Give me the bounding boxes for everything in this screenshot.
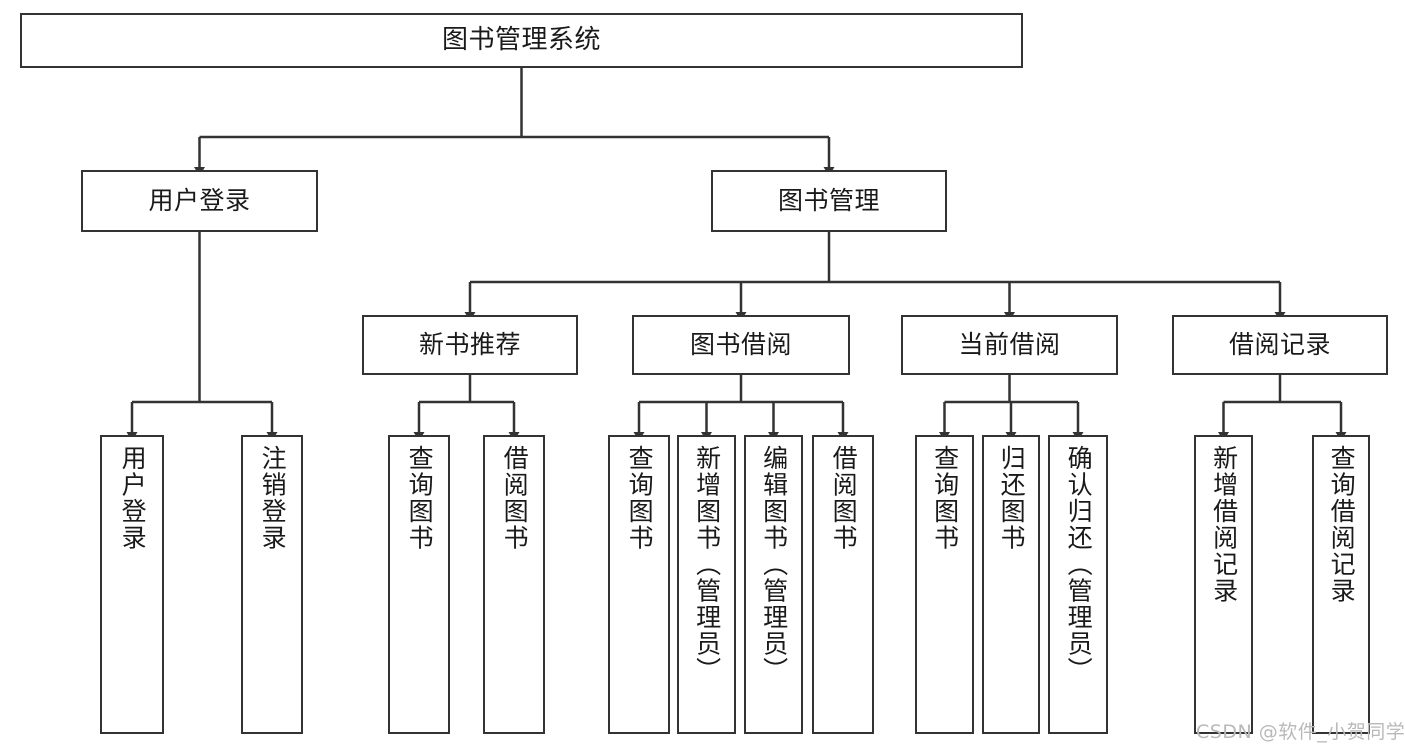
- edge-group: [126, 68, 1347, 441]
- node-leaf-rec-add[interactable]: 新增借阅记录: [1194, 435, 1253, 734]
- node-new-book-rec[interactable]: 新书推荐: [362, 315, 578, 375]
- node-label: 用户登录: [118, 445, 148, 551]
- node-label: 借阅图书: [829, 445, 859, 551]
- node-label: 图书管理: [777, 186, 880, 215]
- node-label: 注销登录: [258, 445, 288, 551]
- node-leaf-rec-query2[interactable]: 查询借阅记录: [1312, 435, 1370, 734]
- node-user-login[interactable]: 用户登录: [81, 170, 318, 232]
- node-label: 归还图书: [997, 445, 1027, 551]
- node-leaf-borrow-edit[interactable]: 编辑图书（管理员）: [744, 435, 803, 734]
- node-label: 查询图书: [405, 445, 435, 551]
- node-book-manage[interactable]: 图书管理: [711, 170, 947, 232]
- node-label: 查询借阅记录: [1327, 445, 1357, 604]
- node-leaf-cur-return[interactable]: 归还图书: [982, 435, 1040, 734]
- node-leaf-borrow-add[interactable]: 新增图书（管理员）: [677, 435, 736, 734]
- node-label: 编辑图书（管理员）: [759, 445, 789, 684]
- node-root[interactable]: 图书管理系统: [20, 13, 1023, 68]
- node-leaf-cur-confirm[interactable]: 确认归还（管理员）: [1048, 435, 1108, 734]
- node-label: 查询图书: [625, 445, 655, 551]
- node-label: 图书借阅: [689, 330, 792, 359]
- node-label: 借阅记录: [1228, 330, 1331, 359]
- node-leaf-rec-query[interactable]: 查询图书: [388, 435, 450, 734]
- node-book-borrow[interactable]: 图书借阅: [632, 315, 850, 375]
- node-label: 新增借阅记录: [1209, 445, 1239, 604]
- node-label: 确认归还（管理员）: [1064, 445, 1094, 684]
- node-label: 查询图书: [930, 445, 960, 551]
- node-leaf-user-logout[interactable]: 注销登录: [241, 435, 303, 734]
- node-borrow-record[interactable]: 借阅记录: [1172, 315, 1388, 375]
- node-label: 当前借阅: [958, 330, 1061, 359]
- watermark: CSDN @软件_小贺同学: [1196, 721, 1405, 743]
- node-label: 新书推荐: [418, 330, 521, 359]
- node-label: 图书管理系统: [441, 24, 601, 55]
- node-leaf-rec-borrow[interactable]: 借阅图书: [483, 435, 545, 734]
- node-leaf-borrow-lend[interactable]: 借阅图书: [812, 435, 874, 734]
- node-leaf-borrow-query[interactable]: 查询图书: [608, 435, 670, 734]
- node-leaf-user-login[interactable]: 用户登录: [100, 435, 164, 734]
- node-label: 用户登录: [148, 186, 251, 215]
- node-current-borrow[interactable]: 当前借阅: [901, 315, 1118, 375]
- node-label: 借阅图书: [500, 445, 530, 551]
- node-label: 新增图书（管理员）: [692, 445, 722, 684]
- node-leaf-cur-query[interactable]: 查询图书: [915, 435, 974, 734]
